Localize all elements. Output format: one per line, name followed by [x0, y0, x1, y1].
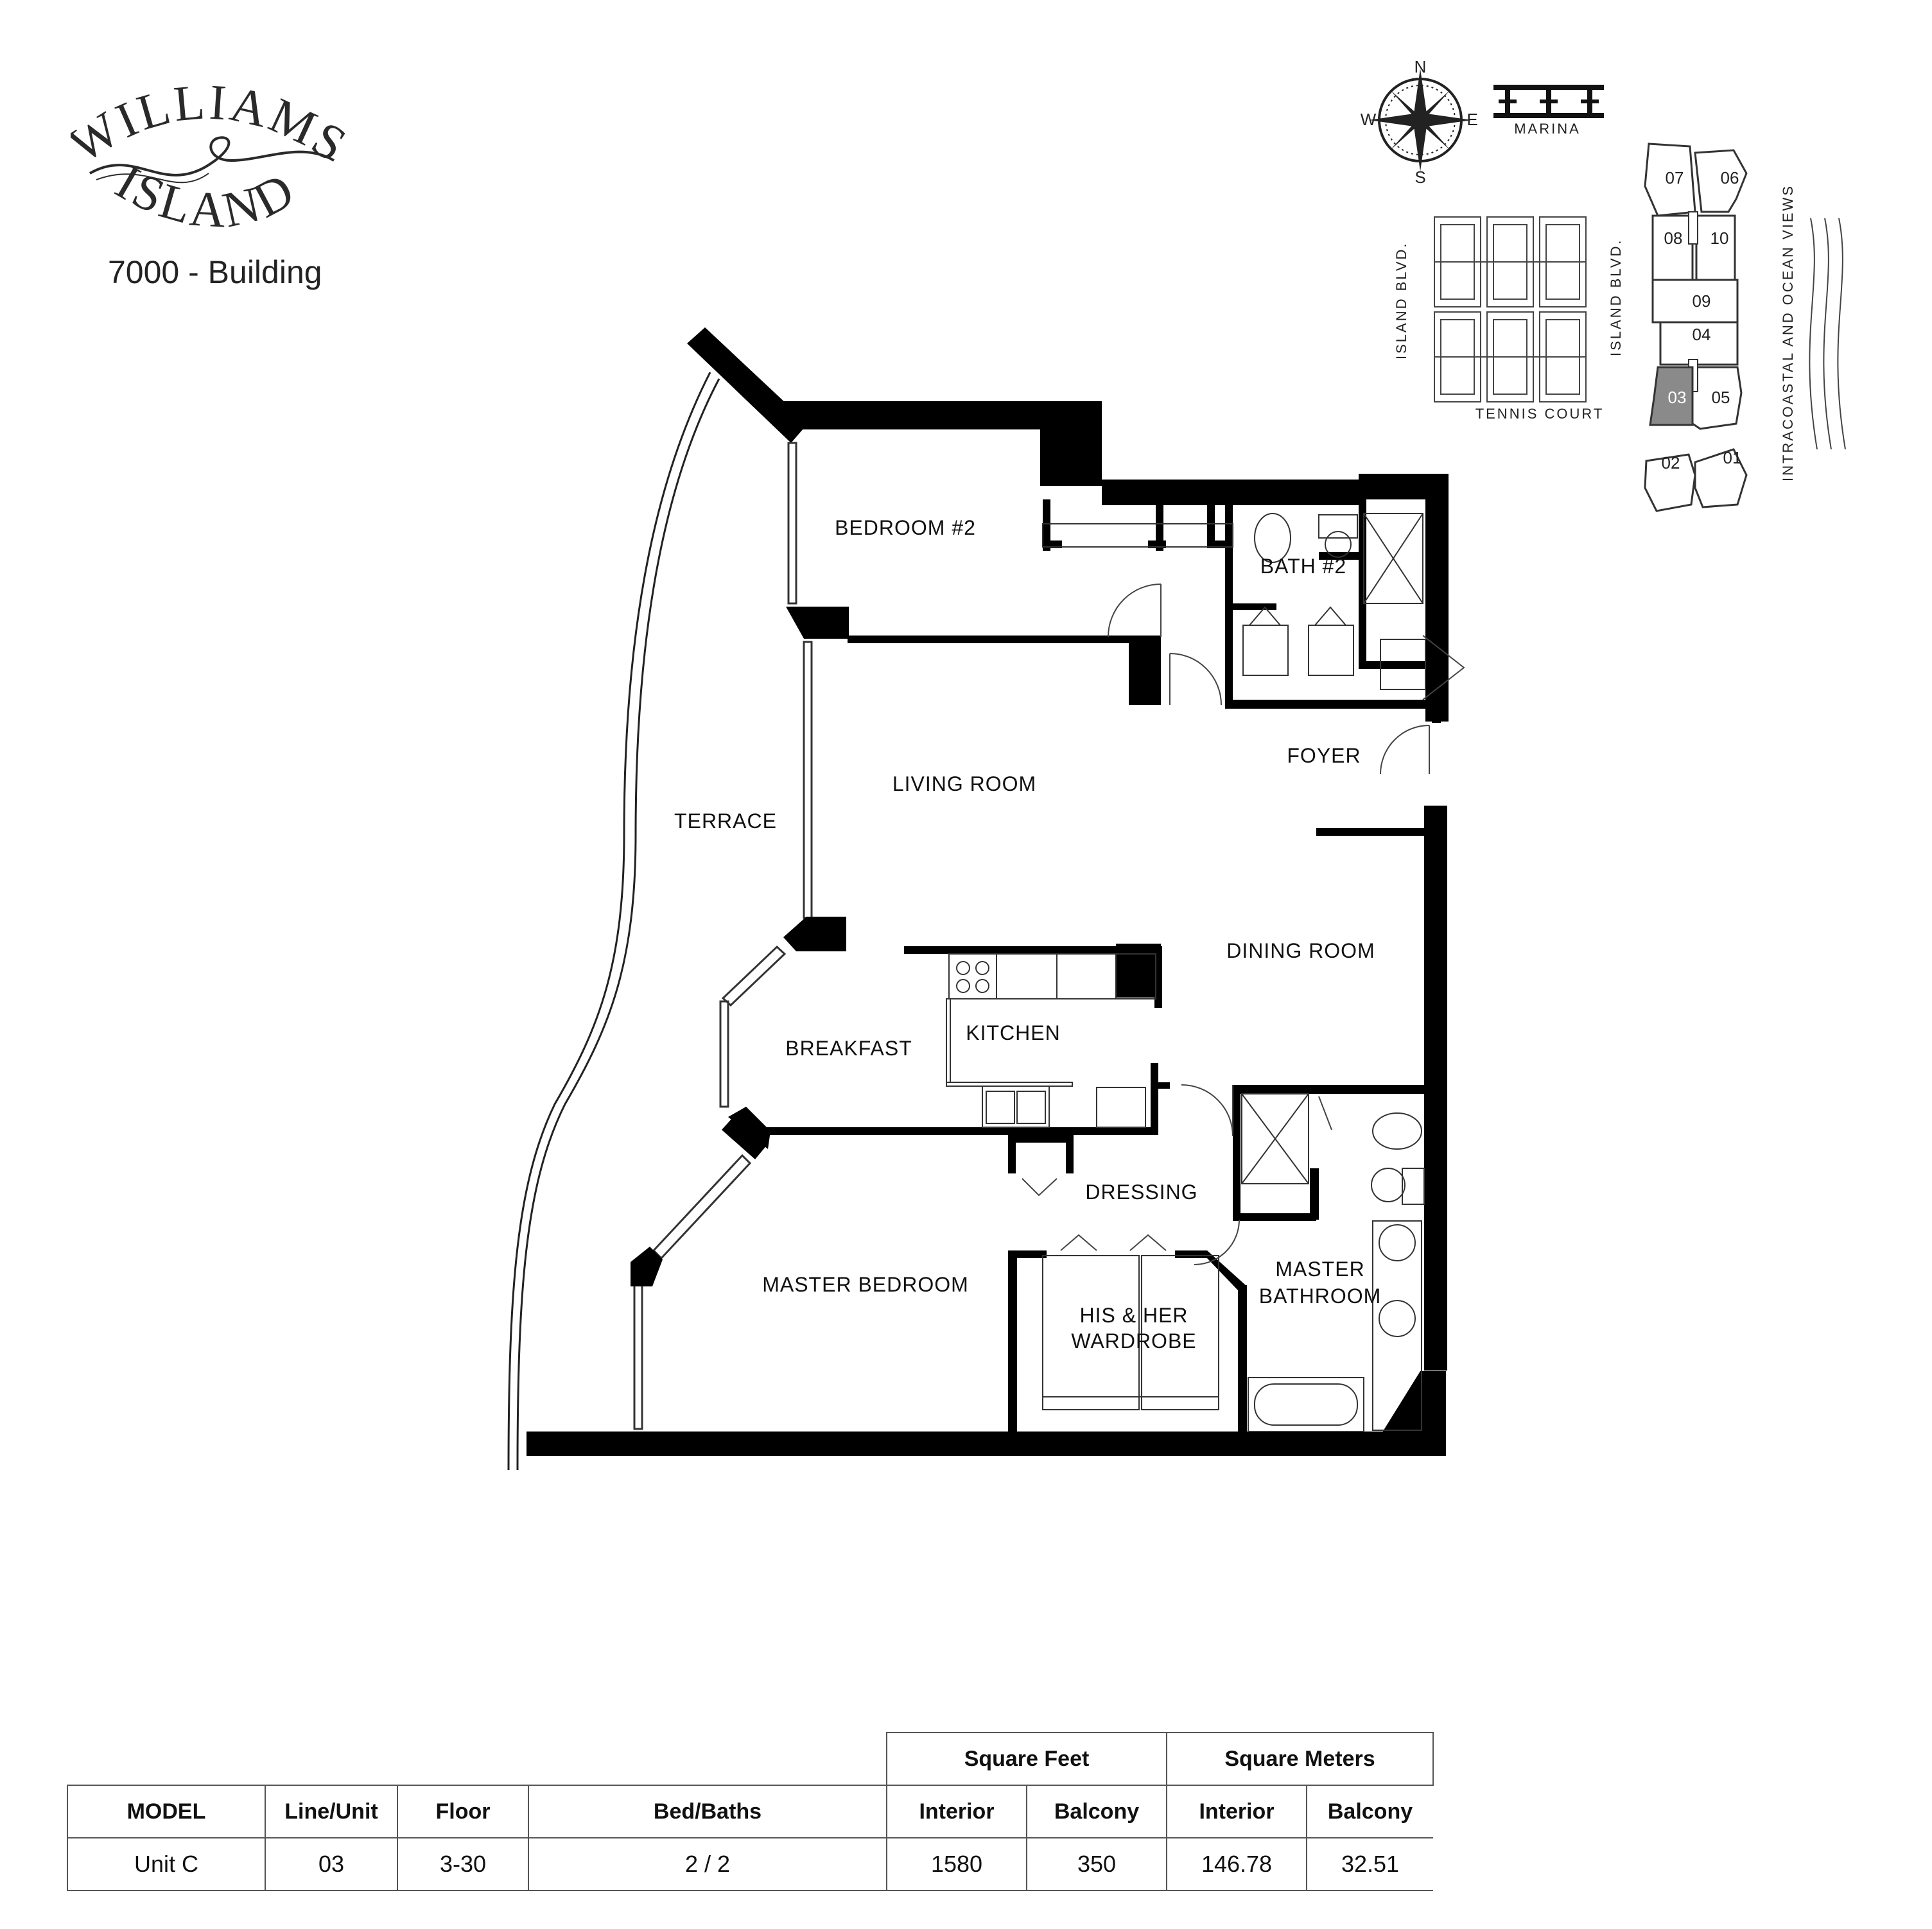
cell-bed-baths: 2 / 2 — [528, 1837, 887, 1891]
logo-flourish-2 — [96, 173, 209, 184]
exterior-walls — [527, 327, 1449, 1456]
tub-icon — [1254, 513, 1291, 563]
label-bedroom-2: BEDROOM #2 — [835, 516, 976, 539]
label-master-bath-1: MASTER — [1275, 1258, 1364, 1281]
label-kitchen: KITCHEN — [966, 1021, 1060, 1044]
building-keyplan — [1644, 143, 1748, 512]
label-foyer: FOYER — [1287, 744, 1361, 767]
label-dressing: DRESSING — [1085, 1181, 1197, 1204]
header-line-unit: Line/Unit — [265, 1785, 398, 1838]
unit-05: 05 — [1712, 388, 1730, 407]
cell-sqft-interior: 1580 — [886, 1837, 1027, 1891]
unit-04: 04 — [1693, 325, 1711, 344]
header-sqm-interior: Interior — [1166, 1785, 1307, 1838]
unit-02: 02 — [1662, 453, 1680, 472]
cell-sqm-interior: 146.78 — [1166, 1837, 1307, 1891]
water-waves — [1809, 218, 1846, 450]
label-wardrobe-2: WARDROBE — [1071, 1329, 1196, 1353]
header-bed-baths: Bed/Baths — [528, 1785, 887, 1838]
logo-flourish — [89, 136, 335, 177]
label-wardrobe-1: HIS & HER — [1079, 1304, 1188, 1327]
toilet-icon — [1325, 531, 1352, 558]
cell-line-unit: 03 — [265, 1837, 398, 1891]
key-map: N S E W MARINA TENNIS COURT ISLAND BLVD.… — [1361, 57, 1846, 512]
fixtures — [946, 513, 1426, 1432]
compass-e: E — [1466, 110, 1477, 129]
floor-plan: BEDROOM #2 BATH #2 FOYER LIVING ROOM TER… — [507, 327, 1465, 1471]
marina-label: MARINA — [1514, 121, 1581, 137]
header-floor: Floor — [397, 1785, 529, 1838]
spec-table: Square Feet Square Meters MODEL Line/Uni… — [67, 1732, 1434, 1891]
label-terrace: TERRACE — [674, 809, 777, 833]
road-left-label: ISLAND BLVD. — [1393, 241, 1409, 359]
unit-08: 08 — [1664, 229, 1683, 248]
label-master-bath-2: BATHROOM — [1259, 1285, 1382, 1308]
label-breakfast: BREAKFAST — [785, 1037, 912, 1060]
unit-09: 09 — [1693, 291, 1711, 311]
cell-floor: 3-30 — [397, 1837, 529, 1891]
road-right-label: ISLAND BLVD. — [1608, 238, 1624, 356]
label-living-room: LIVING ROOM — [892, 772, 1036, 795]
group-square-feet: Square Feet — [886, 1732, 1167, 1786]
label-bath-2: BATH #2 — [1260, 555, 1346, 578]
building-title: 7000 - Building — [108, 254, 322, 290]
header-model: MODEL — [67, 1785, 266, 1838]
highlight-unit-shape — [1649, 366, 1694, 426]
header-sqft-interior: Interior — [886, 1785, 1027, 1838]
views-label: INTRACOASTAL AND OCEAN VIEWS — [1780, 184, 1796, 481]
tennis-label: TENNIS COURT — [1475, 406, 1605, 422]
group-square-meters: Square Meters — [1166, 1732, 1434, 1786]
tennis-courts — [1434, 216, 1587, 402]
compass-rose-icon — [1369, 69, 1472, 171]
logo-emblem: WILLIAMS ISLAND — [71, 73, 353, 238]
pillars — [631, 607, 1161, 1286]
compass-n: N — [1414, 57, 1427, 76]
unit-10: 10 — [1710, 229, 1729, 248]
cell-model: Unit C — [67, 1837, 266, 1891]
cell-sqft-balcony: 350 — [1026, 1837, 1167, 1891]
marina-icon — [1493, 85, 1604, 118]
compass-s: S — [1414, 168, 1425, 187]
header-sqm-balcony: Balcony — [1306, 1785, 1433, 1838]
unit-03: 03 — [1668, 388, 1687, 407]
unit-07: 07 — [1666, 168, 1684, 187]
label-dining-room: DINING ROOM — [1226, 939, 1375, 962]
compass-w: W — [1361, 110, 1377, 129]
door-swings — [1022, 584, 1465, 1265]
terrace-railing — [507, 372, 720, 1471]
unit-01: 01 — [1723, 448, 1742, 467]
header-sqft-balcony: Balcony — [1026, 1785, 1167, 1838]
unit-06: 06 — [1721, 168, 1739, 187]
label-master-bedroom: MASTER BEDROOM — [762, 1273, 969, 1296]
cell-sqm-balcony: 32.51 — [1306, 1837, 1433, 1891]
